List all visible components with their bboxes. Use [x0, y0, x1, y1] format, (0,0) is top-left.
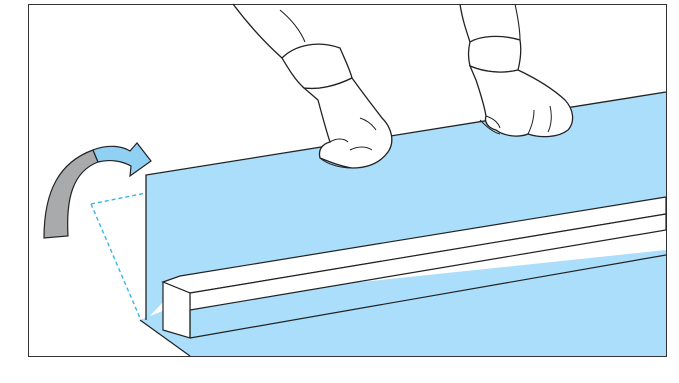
- illustration-frame: [0, 0, 679, 383]
- film-folding-illustration: [0, 0, 679, 383]
